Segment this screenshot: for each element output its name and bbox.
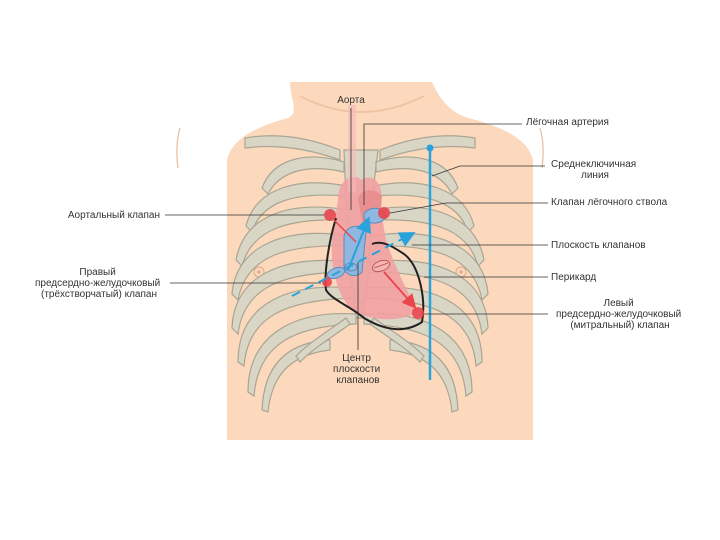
aortic-red-arrow bbox=[333, 219, 357, 243]
mitral-valve-dot bbox=[412, 307, 424, 319]
neck-shadow bbox=[299, 95, 425, 113]
clavicle-left bbox=[244, 135, 341, 161]
label-pericardium: Перикард bbox=[551, 272, 596, 283]
valve-plane-line bbox=[291, 232, 416, 297]
armpit-left-line bbox=[176, 127, 181, 169]
leader-pulmonary-artery bbox=[363, 123, 522, 205]
aorta-vessel bbox=[348, 105, 356, 192]
label-aortic-valve: Аортальный клапан bbox=[68, 210, 160, 221]
midclavicular-line-top bbox=[426, 144, 434, 152]
mitral-arrow bbox=[383, 271, 417, 309]
heart-axis-arrow bbox=[347, 216, 371, 271]
heart-shape bbox=[331, 176, 418, 320]
leader-pulmonary-valve bbox=[389, 202, 548, 214]
leader-midclavicular bbox=[431, 165, 545, 177]
pulmonary-valve-dot bbox=[378, 207, 390, 219]
costal-arch-right bbox=[369, 317, 425, 363]
tricuspid-valve-dot bbox=[322, 277, 332, 287]
label-pulmonary-artery: Лёгочная артерия bbox=[526, 117, 609, 128]
costal-arch-left bbox=[295, 317, 351, 363]
label-pulmonary-valve: Клапан лёгочного ствола bbox=[551, 197, 668, 208]
label-valve-plane: Плоскость клапанов bbox=[551, 240, 646, 251]
armpit-right-line bbox=[539, 127, 544, 169]
label-mitral-valve: Левый предсердно-желудочковый (митральны… bbox=[556, 298, 684, 331]
label-tricuspid-valve: Правый предсердно-желудочковый (трёхство… bbox=[35, 267, 163, 300]
aortic-valve-dot bbox=[324, 209, 336, 221]
label-valve-plane-center: Центр плоскости клапанов bbox=[333, 353, 383, 386]
label-midclavicular-line: Среднеключичная линия bbox=[551, 159, 639, 181]
label-aorta: Аорта bbox=[337, 95, 365, 106]
